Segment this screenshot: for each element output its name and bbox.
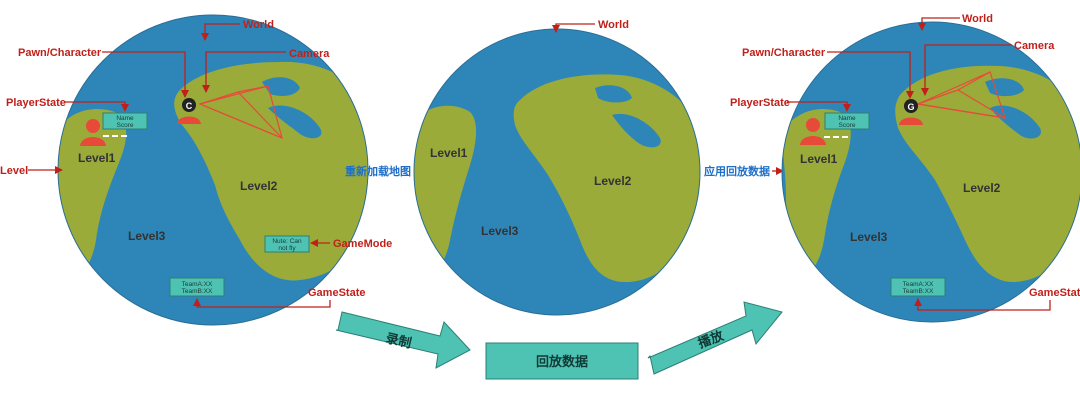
player-state-box: Name Score	[824, 112, 870, 138]
world-label: World	[243, 19, 274, 31]
apply-replay-label: 应用回放数据	[704, 164, 770, 178]
player-state-label: PlayerState	[730, 97, 790, 109]
pawn-label: Pawn/Character	[742, 47, 826, 59]
level3-label: Level3	[128, 229, 166, 243]
gm-line2: not fly	[278, 245, 296, 252]
camera-frustum	[917, 71, 1006, 119]
player-icon	[800, 118, 826, 145]
gs-team-a: TeamA:XX	[903, 281, 934, 288]
continents	[58, 61, 368, 281]
connector-apply: 应用回放数据	[704, 164, 784, 178]
connector-reload: 重新加载地图	[345, 164, 411, 178]
game-state-box: TeamA:XX TeamB:XX	[169, 277, 225, 297]
pawn-icon: G	[899, 99, 923, 125]
gm-line1: Nute: Can	[272, 238, 302, 245]
continents	[783, 65, 1080, 283]
camera-label: Camera	[1014, 40, 1055, 52]
level1-label: Level1	[430, 146, 468, 160]
continents	[414, 74, 700, 282]
gs-team-b: TeamB:XX	[903, 288, 934, 295]
gs-team-a: TeamA:XX	[182, 281, 213, 288]
game-state-box: TeamA:XX TeamB:XX	[890, 277, 946, 297]
reload-map-label: 重新加载地图	[345, 164, 411, 178]
player-state-label: PlayerState	[6, 97, 66, 109]
level2-label: Level2	[594, 174, 632, 188]
level2-label: Level2	[963, 181, 1001, 195]
game-mode-label: GameMode	[333, 238, 392, 250]
game-state-label: GameState	[1029, 287, 1080, 299]
globe-right: G Name Score TeamA:XX TeamB:XX Level1 Le…	[730, 13, 1080, 323]
level1-label: Level1	[78, 151, 116, 165]
game-mode-box: Nute: Can not fly	[264, 235, 310, 253]
ps-name: Name	[116, 115, 134, 122]
annotations-left	[28, 23, 331, 308]
globe-middle: Level1 Level2 Level3 World	[413, 19, 701, 316]
replay-data-box: 回放数据	[485, 342, 639, 380]
camera-frustum	[198, 85, 283, 140]
camera-label: Camera	[289, 48, 330, 60]
level3-label: Level3	[850, 230, 888, 244]
player-icon	[80, 119, 106, 146]
ps-score: Score	[839, 122, 856, 129]
world-label: World	[598, 19, 629, 31]
level2-label: Level2	[240, 179, 278, 193]
record-arrow: 录制	[335, 311, 471, 369]
annotations-right	[787, 17, 1051, 311]
world-label: World	[962, 13, 993, 25]
pawn-label: Pawn/Character	[18, 47, 102, 59]
play-arrow: 播放	[647, 301, 783, 375]
replay-data-label: 回放数据	[536, 354, 588, 369]
player-state-box: Name Score	[102, 112, 148, 137]
level1-label: Level1	[800, 152, 838, 166]
svg-text:C: C	[186, 101, 193, 111]
level3-label: Level3	[481, 224, 519, 238]
level-label: Level	[0, 165, 28, 177]
record-label: 录制	[384, 330, 413, 350]
globe-left: C Name Score Nute: Can not fly TeamA:XX …	[0, 14, 392, 326]
ps-name: Name	[838, 115, 856, 122]
ps-score: Score	[117, 122, 134, 129]
gs-team-b: TeamB:XX	[182, 288, 213, 295]
game-state-label: GameState	[308, 287, 365, 299]
svg-text:G: G	[907, 102, 914, 112]
pawn-icon: C	[177, 98, 201, 124]
